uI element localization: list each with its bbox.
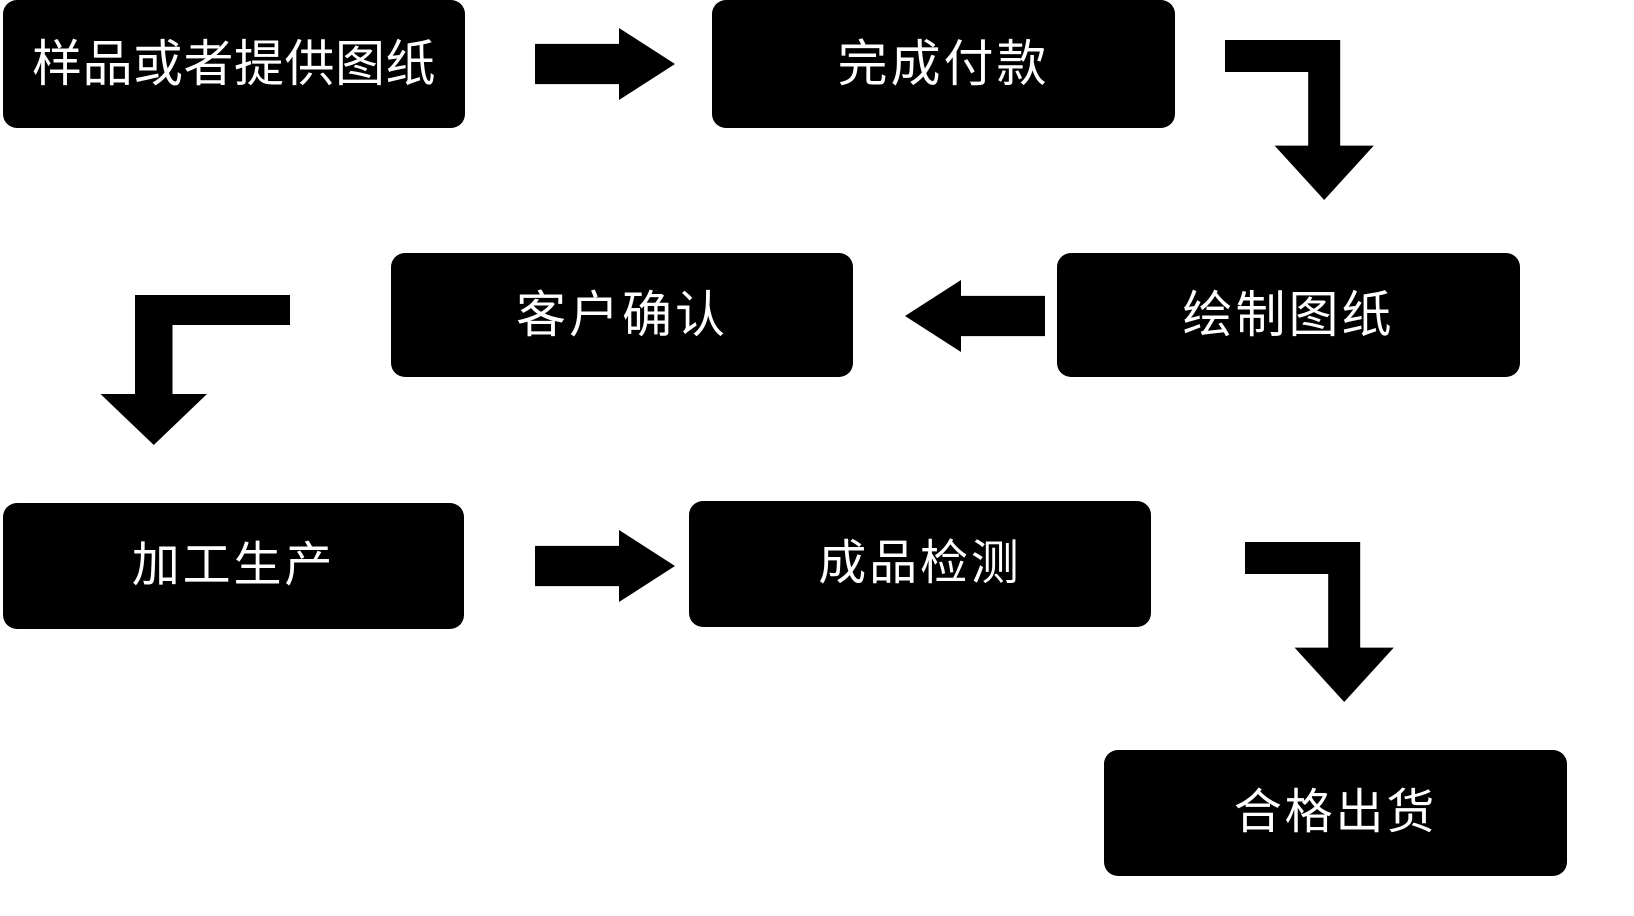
process-node-n6[interactable]: 成品检测 (689, 501, 1151, 627)
process-node-label: 绘制图纸 (1182, 286, 1395, 343)
process-node-n5[interactable]: 加工生产 (3, 503, 464, 629)
process-node-label: 合格出货 (1233, 785, 1438, 839)
connector-arrow-right-n5-to-n6 (535, 530, 675, 602)
connector-arrow-left-n3-to-n4 (905, 280, 1045, 352)
connector-elbow-right-down-n2-to-n3 (1225, 40, 1385, 200)
process-node-n3[interactable]: 绘制图纸 (1057, 253, 1520, 377)
process-node-n7[interactable]: 合格出货 (1104, 750, 1567, 876)
process-node-label: 样品或者提供图纸 (32, 35, 436, 92)
process-node-label: 完成付款 (837, 35, 1050, 92)
process-node-label: 成品检测 (818, 536, 1022, 590)
process-node-label: 加工生产 (131, 538, 336, 592)
process-node-n1[interactable]: 样品或者提供图纸 (3, 0, 465, 128)
process-node-n4[interactable]: 客户确认 (391, 253, 853, 377)
connector-elbow-right-down-n6-to-n7 (1245, 542, 1405, 702)
process-node-n2[interactable]: 完成付款 (712, 0, 1175, 128)
connector-arrow-right-n1-to-n2 (535, 28, 675, 100)
process-node-label: 客户确认 (516, 286, 728, 343)
connector-elbow-left-down-n4-to-n5 (100, 295, 290, 445)
